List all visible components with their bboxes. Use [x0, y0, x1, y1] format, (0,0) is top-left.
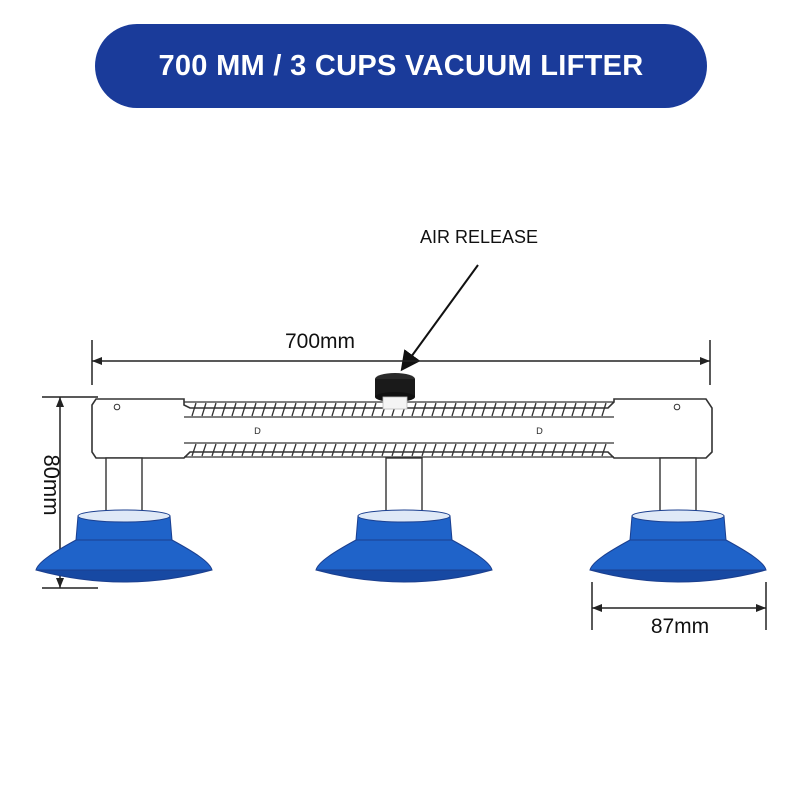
suction-cup-center	[315, 457, 493, 583]
suction-cup-right	[589, 457, 767, 583]
page-title: 700 MM / 3 CUPS VACUUM LIFTER	[158, 49, 644, 82]
length-label: 700mm	[285, 330, 355, 353]
air-release-knob	[375, 373, 415, 410]
height-label: 80mm	[39, 454, 64, 515]
suction-cup-left	[35, 457, 213, 583]
svg-text:D: D	[536, 427, 543, 437]
air-release-arrow	[400, 264, 479, 372]
length-dimension	[91, 340, 711, 385]
handle-bar: D D	[91, 398, 713, 459]
air-release-label: AIR RELEASE	[420, 227, 538, 247]
cup-dimension	[591, 582, 767, 630]
title-banner: 700 MM / 3 CUPS VACUUM LIFTER	[95, 24, 707, 108]
svg-text:D: D	[254, 427, 261, 437]
cup-diameter-label: 87mm	[651, 615, 709, 638]
